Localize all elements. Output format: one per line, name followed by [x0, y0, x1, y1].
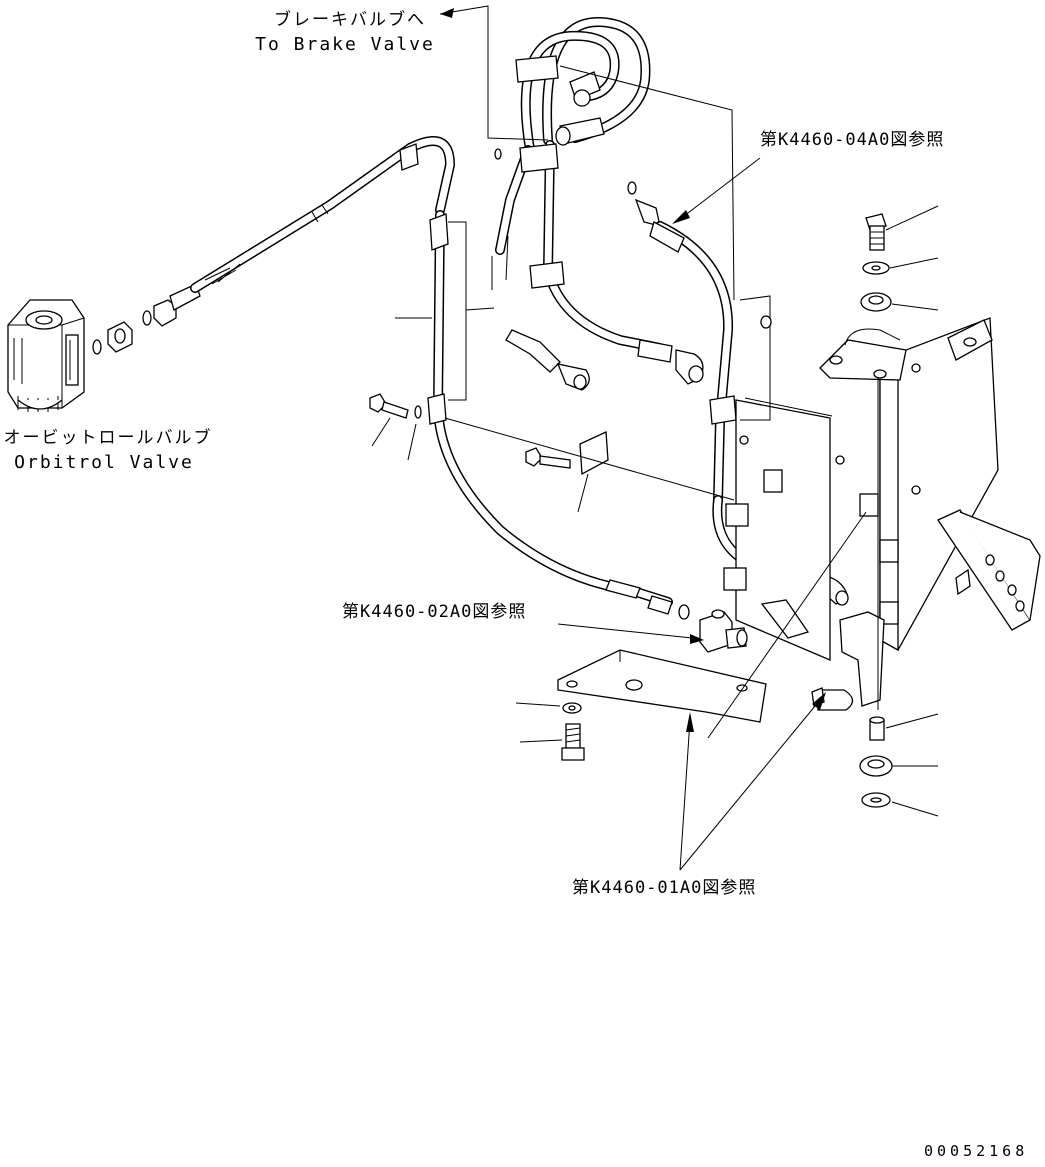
washer-right-1 — [862, 261, 890, 275]
reference-label-01: 第K4460-01A0図参照 — [572, 878, 757, 898]
bracket-plate-icon — [723, 295, 1041, 707]
tee-fitting-icon — [699, 609, 748, 653]
bolt-icon — [369, 393, 422, 419]
drawing-number: 00052168 — [924, 1142, 1029, 1160]
hose-assembly-icon — [190, 136, 690, 620]
washer-right-4 — [861, 792, 891, 808]
fitting-set-orbitrol — [92, 283, 201, 355]
bolt-right-top — [865, 213, 887, 251]
brake-valve-label-jp: ブレーキバルブへ — [274, 10, 426, 30]
clamp-icon — [399, 143, 449, 425]
washer-icon — [562, 702, 582, 714]
hose-mid — [505, 329, 590, 391]
orbitrol-label-en: Orbitrol Valve — [14, 452, 194, 473]
lower-plate — [557, 649, 767, 723]
washer-right-3 — [859, 755, 893, 777]
reference-label-02: 第K4460-02A0図参照 — [342, 602, 527, 622]
clamp-upper — [494, 55, 565, 289]
brake-valve-label-en: To Brake Valve — [255, 34, 435, 55]
reference-label-04: 第K4460-04A0図参照 — [760, 130, 945, 150]
washer-right-2 — [860, 292, 892, 312]
spacer-right — [869, 716, 885, 741]
bracket-clip — [525, 431, 609, 476]
bolt-lower — [561, 723, 585, 761]
orbitrol-valve-icon — [7, 299, 85, 412]
orbitrol-label-jp: オービットロールバルブ — [3, 428, 213, 448]
